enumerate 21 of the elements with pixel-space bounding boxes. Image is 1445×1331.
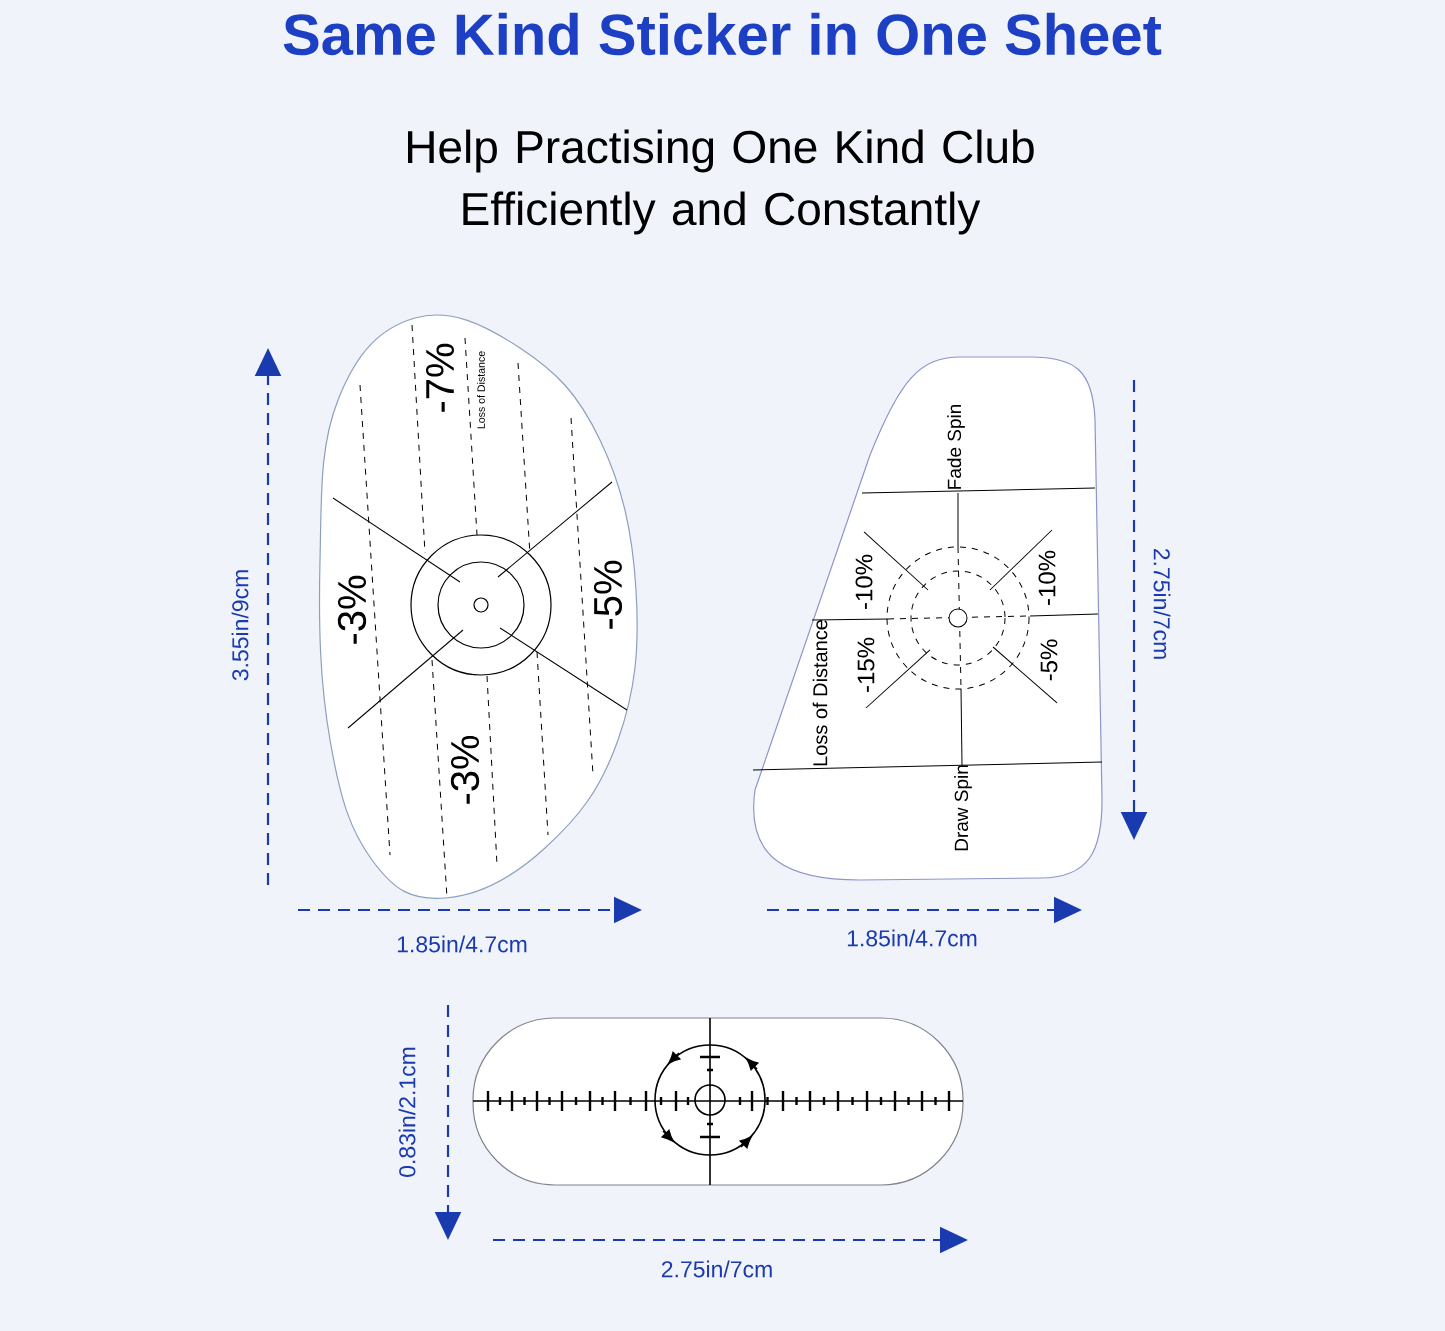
sticker-label: -7% [426,343,454,412]
sticker-label: -10% [855,554,873,609]
dimension-label: 2.75in/7cm [661,1260,772,1278]
sticker-label: -10% [1038,550,1056,605]
dimension-label: 3.55in/9cm [231,570,249,681]
sticker-label: -3% [450,735,480,804]
sticker-label: Loss of Distance [477,351,485,429]
sticker-label: Draw Spin [954,765,972,851]
sticker-label: -5% [1040,639,1058,681]
dimension-label: 2.75in/7cm [1153,548,1171,659]
dimension-label: 1.85in/4.7cm [847,929,977,947]
sticker-label: Fade Spin [947,404,965,489]
sticker-label: -5% [593,560,623,629]
subtitle: Help Practising One Kind Club Efficiently and Constantly [408,129,1034,235]
sticker-label: -15% [857,637,875,692]
dimension-label: 1.85in/4.7cm [397,935,527,953]
sticker-label: -3% [337,575,367,644]
dimension-label: 0.83in/2.1cm [398,1047,416,1177]
title: Same Kind Sticker in One Sheet [283,12,1162,56]
sticker-drawing [472,1017,964,1186]
sticker-label: Loss of Distance [812,620,828,766]
